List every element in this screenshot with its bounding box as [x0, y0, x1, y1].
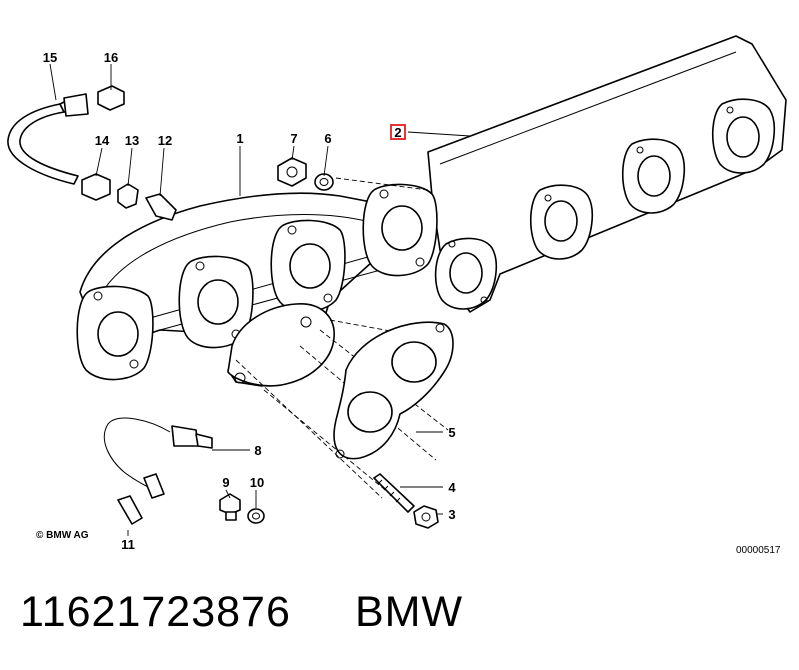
callout-2-highlighted: 2	[390, 124, 406, 140]
callout-5: 5	[448, 425, 455, 440]
callout-15: 15	[43, 50, 57, 65]
callout-1: 1	[236, 131, 243, 146]
cap-nut-14	[81, 173, 111, 201]
washer-6	[314, 173, 334, 191]
shield-port-1	[434, 237, 498, 310]
sleeve-13	[117, 183, 139, 209]
brand-name: BMW	[355, 588, 464, 636]
hex-nut-7	[277, 157, 307, 187]
callout-12: 12	[158, 133, 172, 148]
shield-port-4	[711, 98, 776, 174]
callout-7: 7	[290, 131, 297, 146]
connector-11	[117, 495, 143, 525]
callout-4: 4	[448, 480, 456, 495]
callout-16: 16	[104, 50, 118, 65]
highlight-box	[390, 124, 406, 140]
plug-9	[219, 493, 241, 521]
callout-9: 9	[222, 475, 229, 490]
callout-8: 8	[254, 443, 261, 458]
callout-13: 13	[125, 133, 139, 148]
manifold-flange-2	[178, 255, 254, 349]
manifold-flange-3	[270, 219, 346, 313]
manifold-flange-4	[362, 183, 438, 277]
callout-3: 3	[448, 507, 455, 522]
oxygen-sensor	[103, 417, 213, 499]
cap-nut-16	[97, 85, 125, 111]
callout-10: 10	[250, 475, 264, 490]
shield-port-3	[621, 138, 686, 214]
hex-nut-3	[413, 505, 439, 529]
outlet-gasket	[333, 321, 454, 460]
pipe-fitting-15	[63, 93, 89, 117]
callout-6: 6	[324, 131, 331, 146]
stud-bolt	[373, 473, 415, 513]
union-12	[145, 193, 177, 221]
exploded-parts-diagram: 15 16 14 13 12 1 7 6 2 5 4 3 8 9 10 11 ©…	[7, 35, 787, 556]
manifold-flange-1	[76, 285, 154, 381]
callout-2: 2	[394, 125, 401, 140]
shield-port-2	[529, 184, 594, 260]
leader-lines	[49, 63, 471, 536]
heat-shield	[427, 35, 787, 313]
callout-14: 14	[95, 133, 110, 148]
copyright-label: © BMW AG	[36, 530, 89, 541]
part-number: 11621723876	[20, 588, 291, 636]
exhaust-manifold	[76, 183, 438, 387]
manifold-outlet	[227, 303, 335, 387]
callout-11: 11	[121, 537, 135, 552]
washer-10	[247, 508, 265, 524]
drawing-number: 00000517	[736, 545, 781, 556]
